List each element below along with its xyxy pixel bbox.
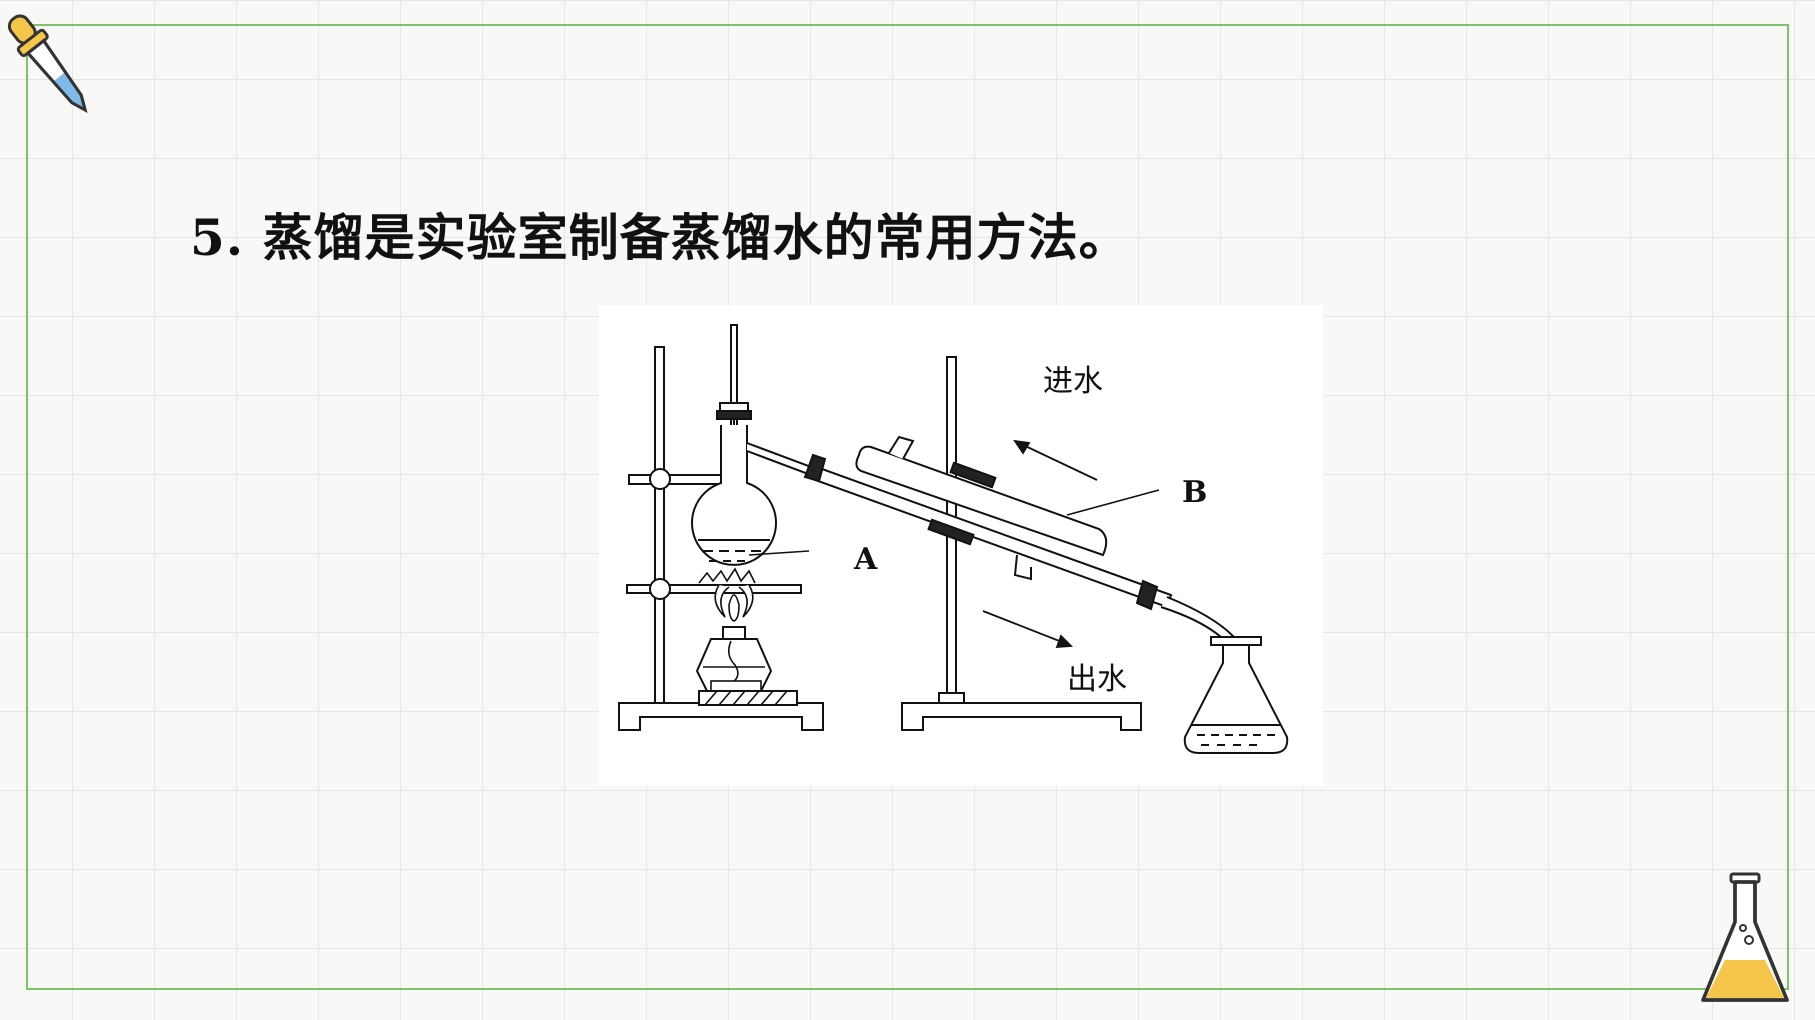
label-a: A	[853, 542, 878, 577]
question-title: 5. 蒸馏是实验室制备蒸馏水的常用方法。	[190, 198, 1130, 270]
question-text: 蒸馏是实验室制备蒸馏水的常用方法。	[262, 208, 1130, 267]
liebig-condenser	[803, 435, 1173, 611]
dropper-icon	[7, 14, 88, 113]
thermometer	[728, 324, 740, 443]
slide-border	[26, 24, 1789, 990]
label-b: B	[1182, 475, 1207, 510]
label-water-in: 进水	[1043, 364, 1103, 399]
alcohol-lamp	[695, 584, 798, 706]
question-number: 5.	[190, 208, 245, 267]
distillation-apparatus-diagram: A B 进水 出水	[599, 305, 1323, 786]
label-water-out: 出水	[1067, 662, 1127, 697]
distillation-flask	[691, 402, 812, 584]
water-flow-arrows	[982, 439, 1098, 648]
left-iron-stand	[618, 346, 824, 731]
receiving-flask	[1183, 636, 1289, 754]
conical-flask-icon	[1701, 872, 1789, 1002]
